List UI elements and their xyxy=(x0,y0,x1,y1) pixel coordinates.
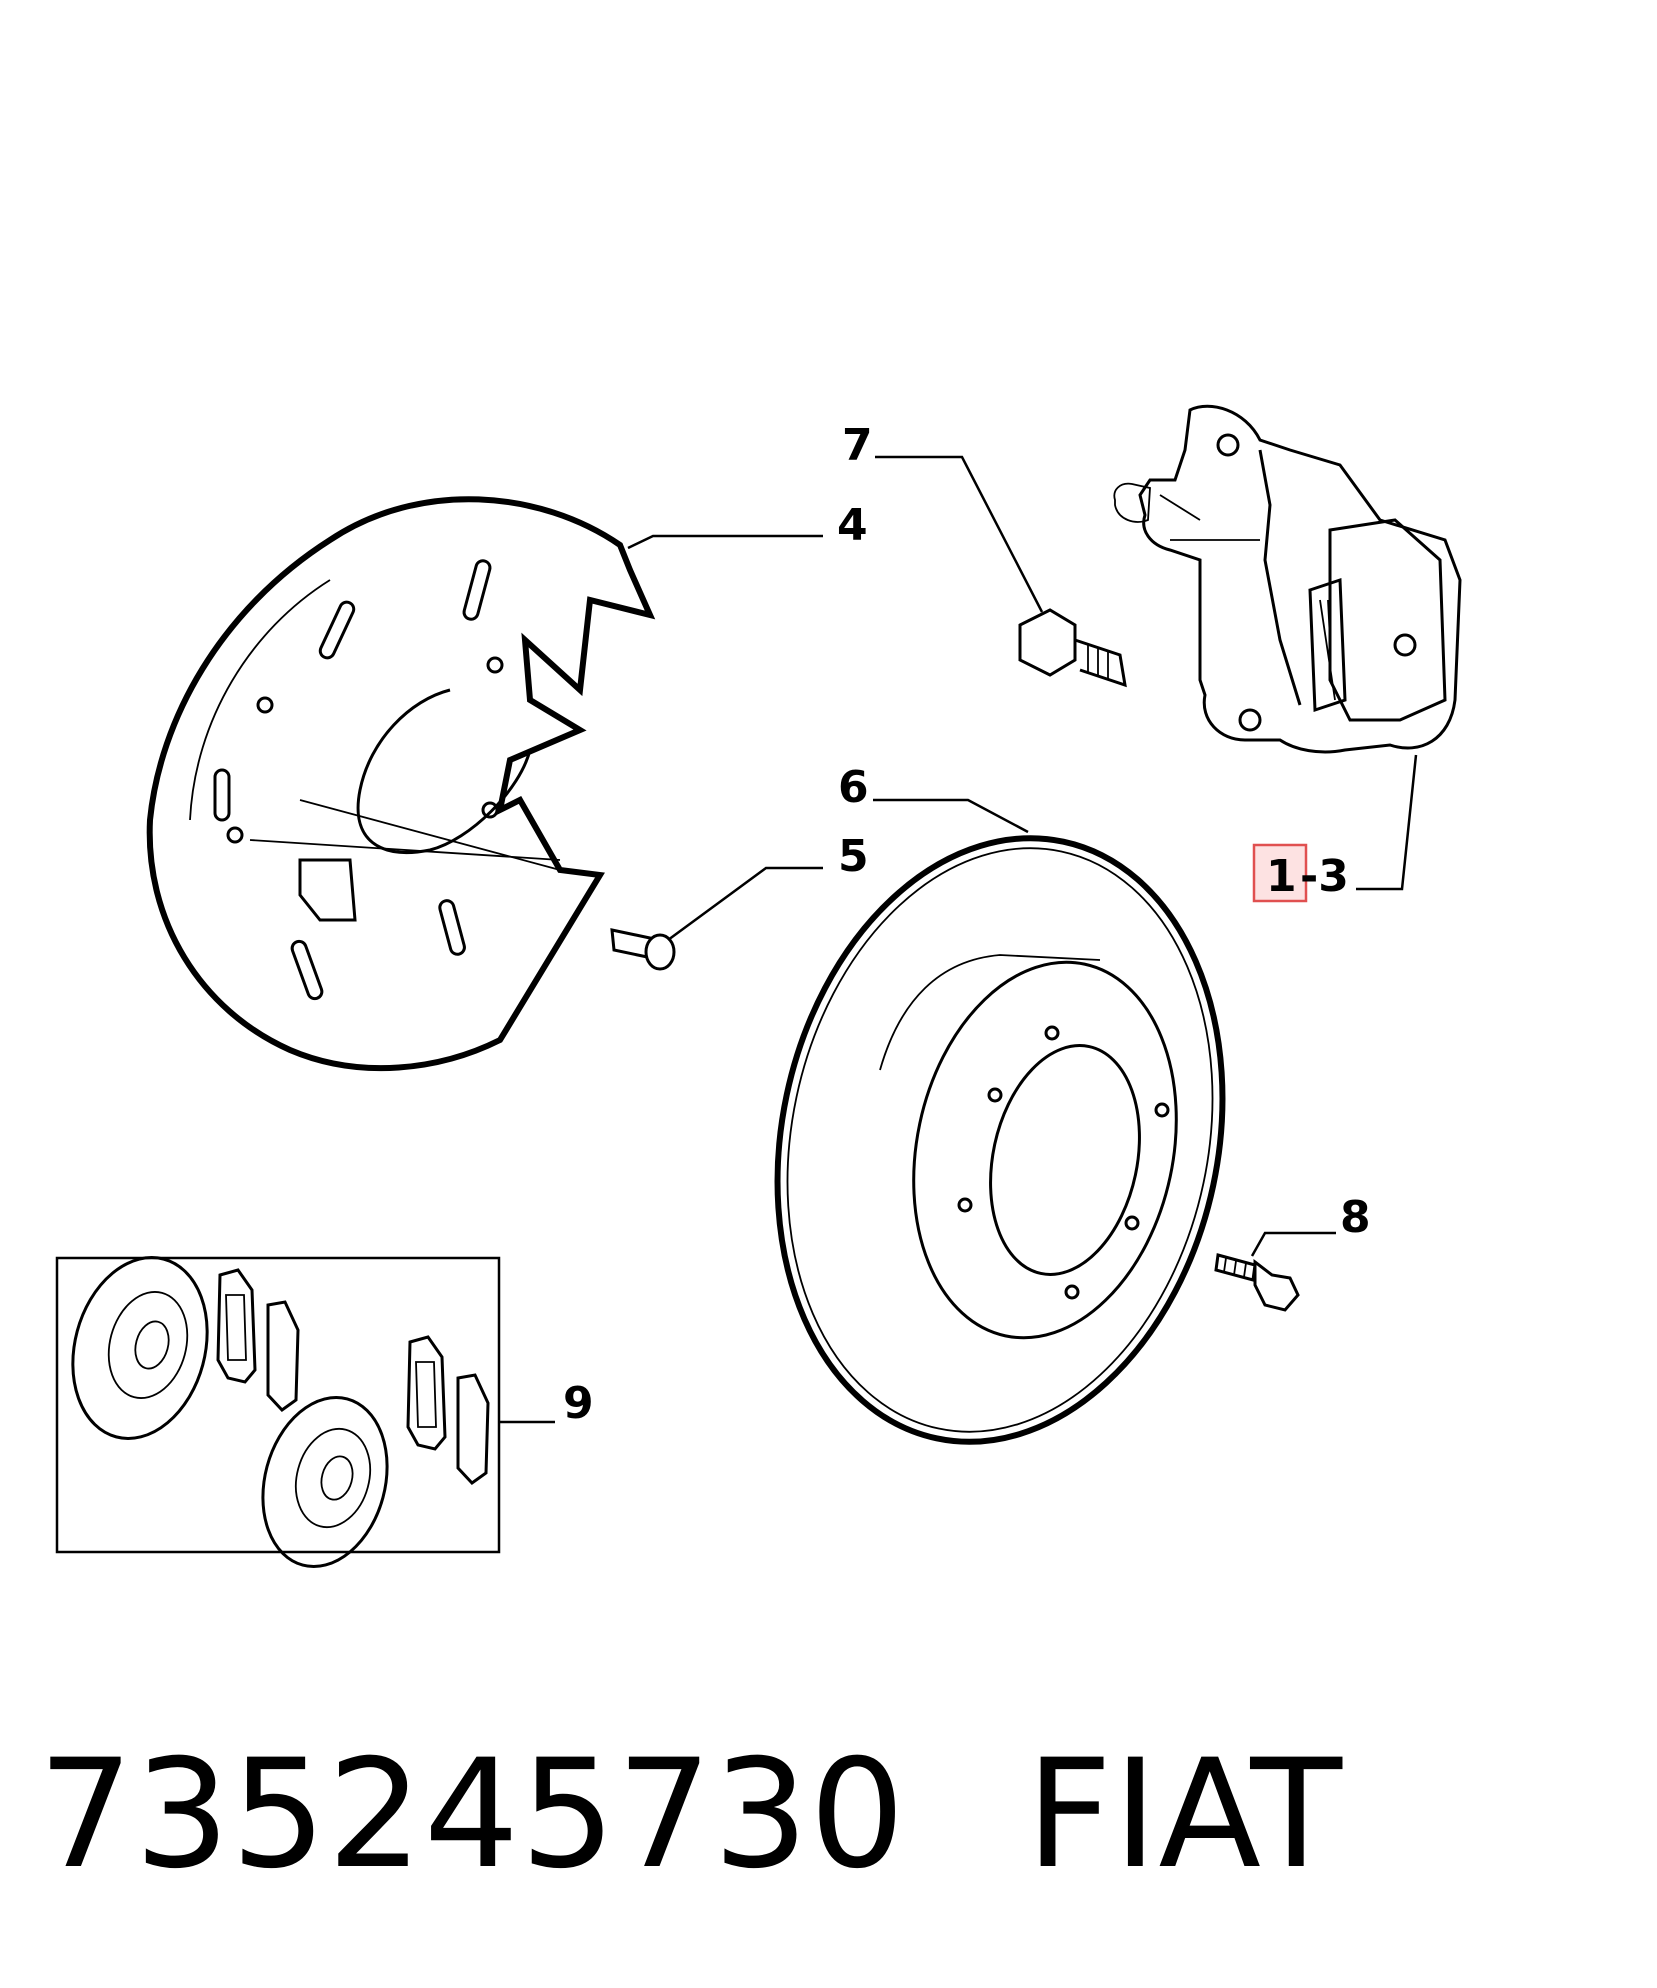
screw-part-8 xyxy=(1214,1253,1300,1312)
callout-9: 9 xyxy=(563,1378,594,1429)
callout-1: 1 xyxy=(1266,851,1297,902)
callout-6: 6 xyxy=(838,762,869,813)
part-number: 735245730 xyxy=(38,1728,906,1902)
highlight-box xyxy=(1252,843,1308,903)
bolt-part-5 xyxy=(610,928,676,971)
brake-disc-part-6 xyxy=(774,835,1226,1445)
callout-3: -3 xyxy=(1300,851,1349,902)
leader-lines xyxy=(498,455,1418,1424)
brand-name: FIAT xyxy=(1025,1728,1344,1902)
caliper-part-1-3 xyxy=(1113,404,1462,754)
bolt-part-7 xyxy=(1018,608,1127,688)
kit-inset-part-9 xyxy=(55,1256,501,1569)
callout-5: 5 xyxy=(838,831,869,882)
callout-7: 7 xyxy=(842,420,873,471)
dust-shield-part-4 xyxy=(146,496,656,1072)
callout-1-highlighted[interactable]: 1 xyxy=(1252,843,1308,903)
callout-4: 4 xyxy=(837,500,868,551)
callout-8: 8 xyxy=(1340,1192,1371,1243)
